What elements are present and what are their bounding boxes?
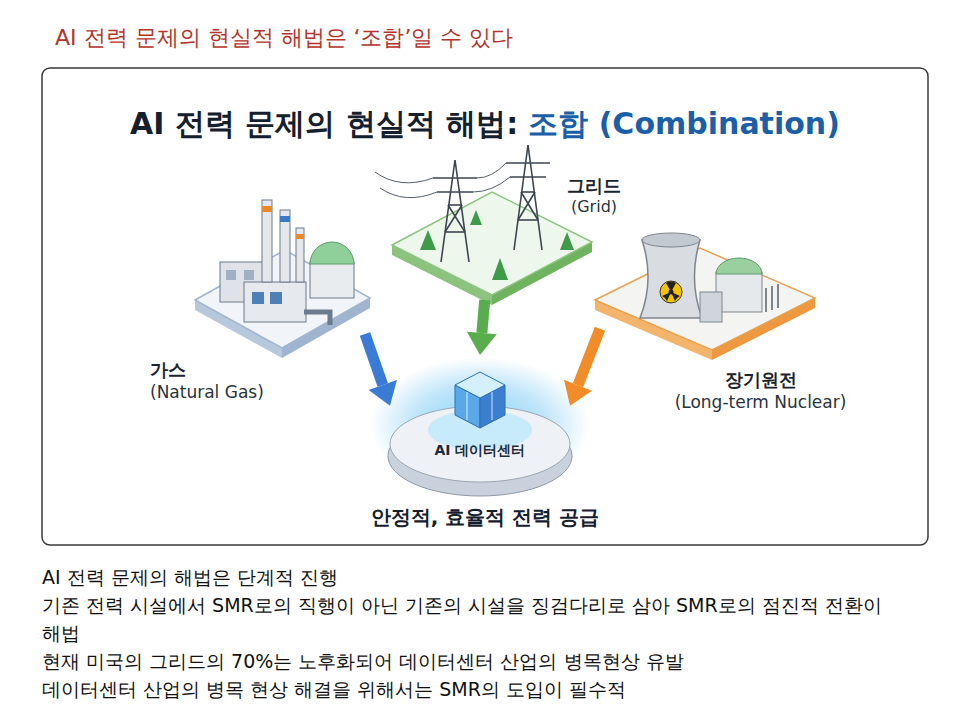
node-title: 그리드 [561,174,627,197]
supply-caption: 안정적, 효율적 전력 공급 [42,504,928,531]
node-label-group: 장기원전(Long-term Nuclear) [658,368,863,413]
note-line: 기존 전력 시설에서 SMR로의 직행이 아닌 기존의 시설을 징검다리로 삼아… [42,591,882,647]
note-line: 현재 미국의 그리드의 70%는 노후화되어 데이터센터 산업의 병목현상 유발 [42,647,882,675]
node-title: 가스 [150,358,300,381]
node-title: AI 데이터센터 [400,441,560,459]
gas-node: 가스(Natural Gas) [195,215,365,355]
power-grid [375,145,592,305]
node-subtitle: (Grid) [561,197,627,218]
data-center [370,357,590,496]
node-label-group: AI 데이터센터 [400,441,560,459]
title-highlight: 조합 (Combination) [528,106,840,141]
flow-arrow [467,300,497,355]
image-frame [42,68,928,545]
notes-block: AI 전력 문제의 해법은 단계적 진행기존 전력 시설에서 SMR로의 직행이… [42,563,882,703]
node-label-group: 가스(Natural Gas) [150,358,300,403]
flow-arrow [564,329,600,406]
gas-plant [195,200,370,358]
nuclear-plant [595,233,815,360]
page-heading: AI 전력 문제의 현실적 해법은 ‘조합’일 수 있다 [55,23,513,53]
node-subtitle: (Long-term Nuclear) [658,391,863,413]
note-line: AI 전력 문제의 해법은 단계적 진행 [42,563,882,591]
datacenter-node: AI 데이터센터 [390,355,570,500]
node-title: 장기원전 [658,368,863,391]
node-subtitle: (Natural Gas) [150,381,300,403]
title-text: AI 전력 문제의 현실적 해법: [130,106,518,141]
image-title: AI 전력 문제의 현실적 해법: 조합 (Combination) [42,104,928,145]
grid-node: 그리드(Grid) [395,160,590,300]
node-label-group: 그리드(Grid) [561,174,627,218]
flow-arrow [365,334,397,406]
note-line: 데이터센터 산업의 병목 현상 해결을 위해서는 SMR의 도입이 필수적 [42,675,882,703]
nuclear-node: 장기원전(Long-term Nuclear) [600,228,820,368]
